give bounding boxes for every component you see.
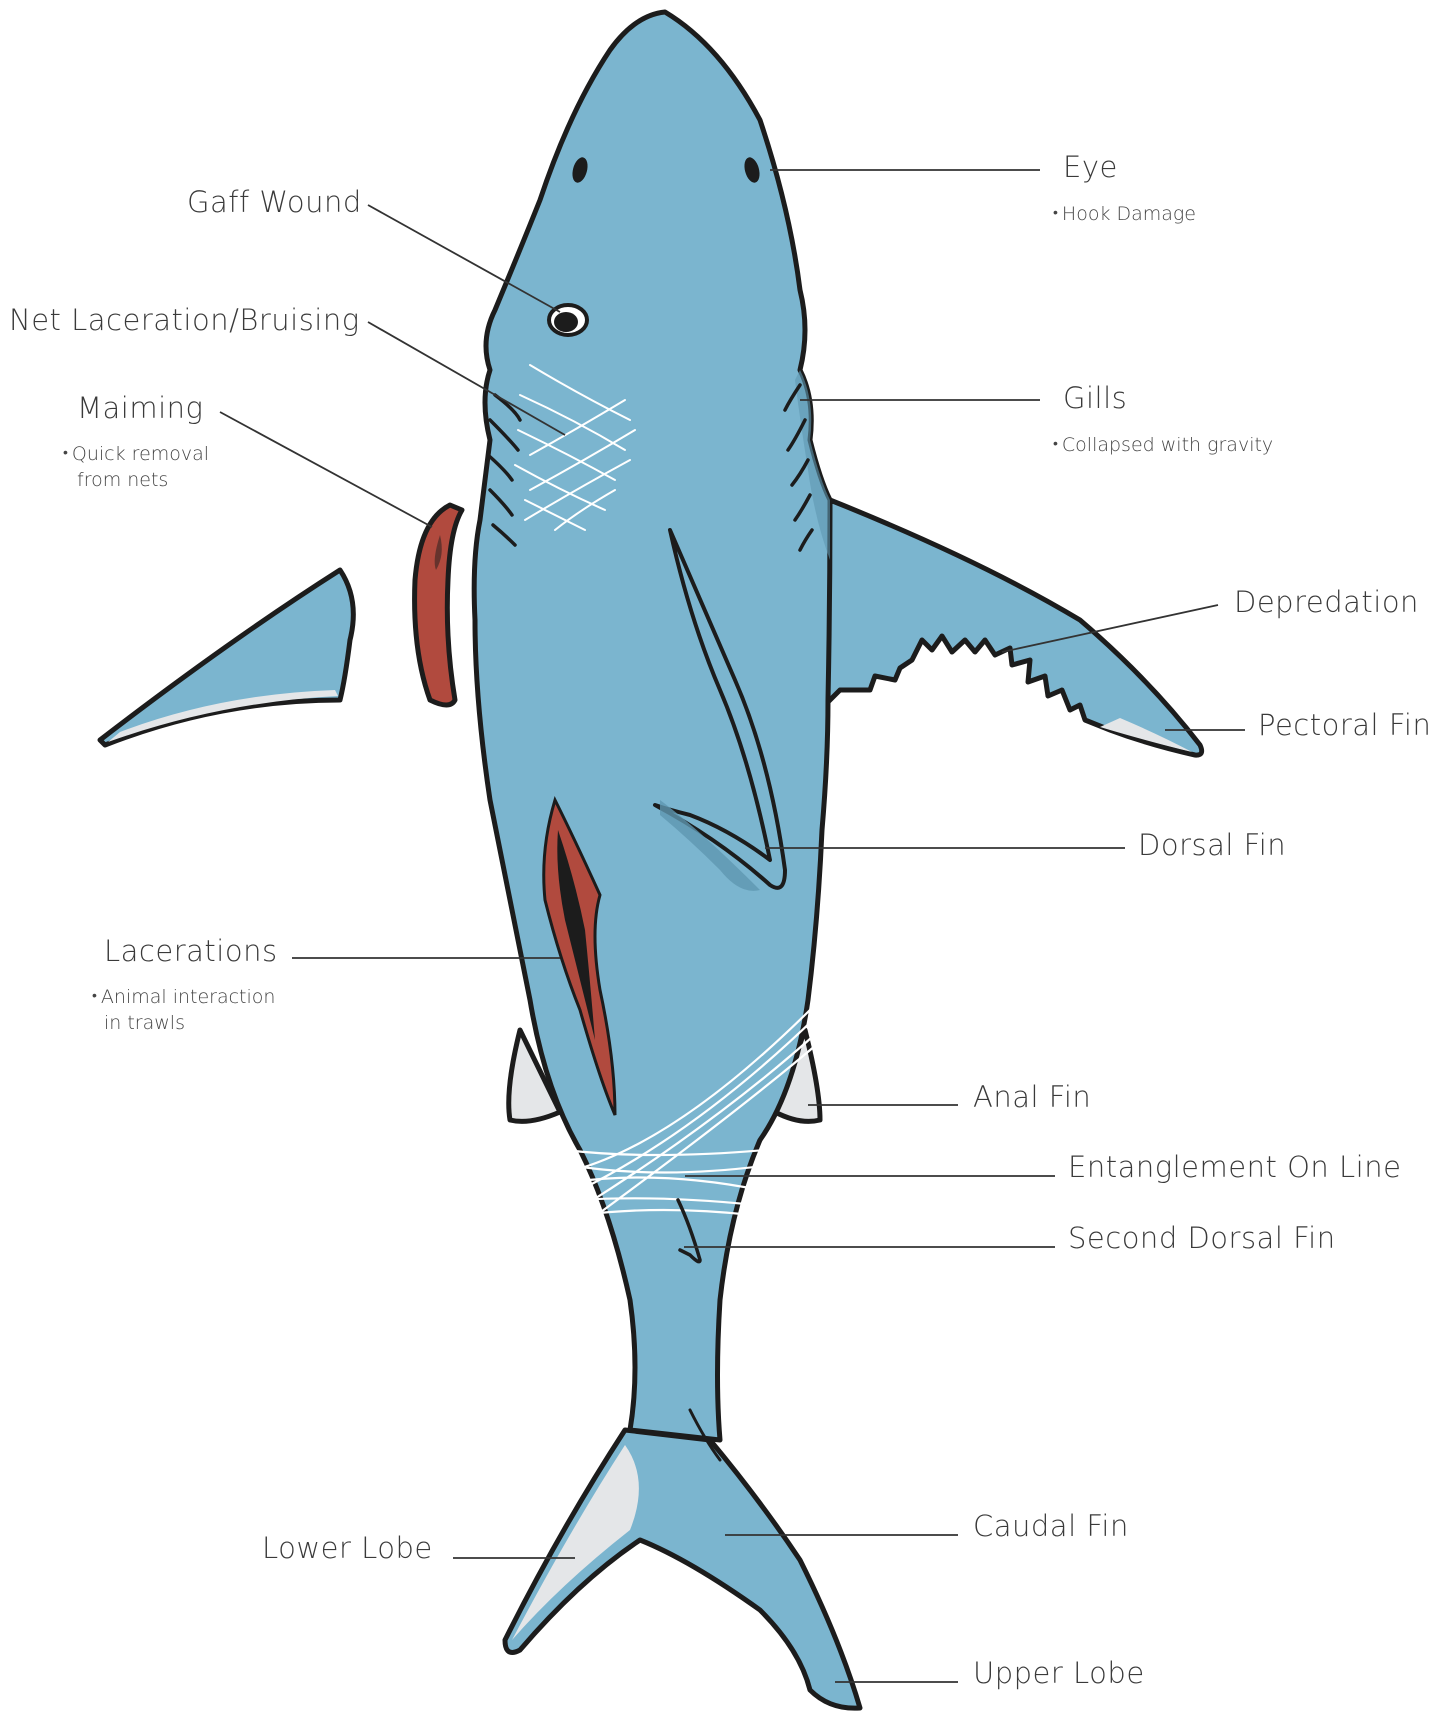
- depredation-label: Depredation: [1234, 585, 1419, 619]
- lacerations-note-line1: Animal interaction: [101, 986, 276, 1008]
- leader-maiming: [220, 412, 432, 527]
- eye-note-text: Hook Damage: [1062, 203, 1196, 225]
- pectoral-fin-label: Pectoral Fin: [1258, 708, 1431, 742]
- maiming-note: •Quick removal: [63, 441, 209, 469]
- maiming-label: Maiming: [77, 391, 203, 425]
- lacerations-note: •Animal interaction: [92, 984, 275, 1012]
- gaff-wound-label: Gaff Wound: [187, 185, 362, 219]
- lacerations-label: Lacerations: [104, 934, 278, 968]
- anal-fin-label: Anal Fin: [973, 1080, 1091, 1114]
- maiming-note-line1: Quick removal: [72, 443, 209, 465]
- shark-body: [474, 12, 830, 1440]
- eye-label: Eye: [1063, 150, 1118, 184]
- eye-note: •Hook Damage: [1053, 201, 1196, 229]
- second-dorsal-fin-label: Second Dorsal Fin: [1068, 1221, 1336, 1255]
- maiming-note-line2: from nets: [77, 467, 168, 493]
- detached-pectoral-fin: [100, 570, 353, 745]
- gills-note-text: Collapsed with gravity: [1062, 434, 1273, 456]
- right-pectoral-fin: [815, 500, 1202, 755]
- entanglement-label: Entanglement On Line: [1068, 1150, 1401, 1184]
- caudal-fin-label: Caudal Fin: [973, 1509, 1129, 1543]
- gills-label: Gills: [1063, 381, 1127, 415]
- maiming-wound: [415, 505, 462, 705]
- gills-note: •Collapsed with gravity: [1053, 432, 1273, 460]
- lacerations-note-line2: in trawls: [104, 1010, 185, 1036]
- caudal-fin: [505, 1430, 860, 1708]
- lower-lobe-label: Lower Lobe: [262, 1531, 433, 1565]
- net-laceration-label: Net Laceration/Bruising: [9, 303, 360, 337]
- upper-lobe-label: Upper Lobe: [973, 1656, 1145, 1690]
- dorsal-fin-label: Dorsal Fin: [1138, 828, 1286, 862]
